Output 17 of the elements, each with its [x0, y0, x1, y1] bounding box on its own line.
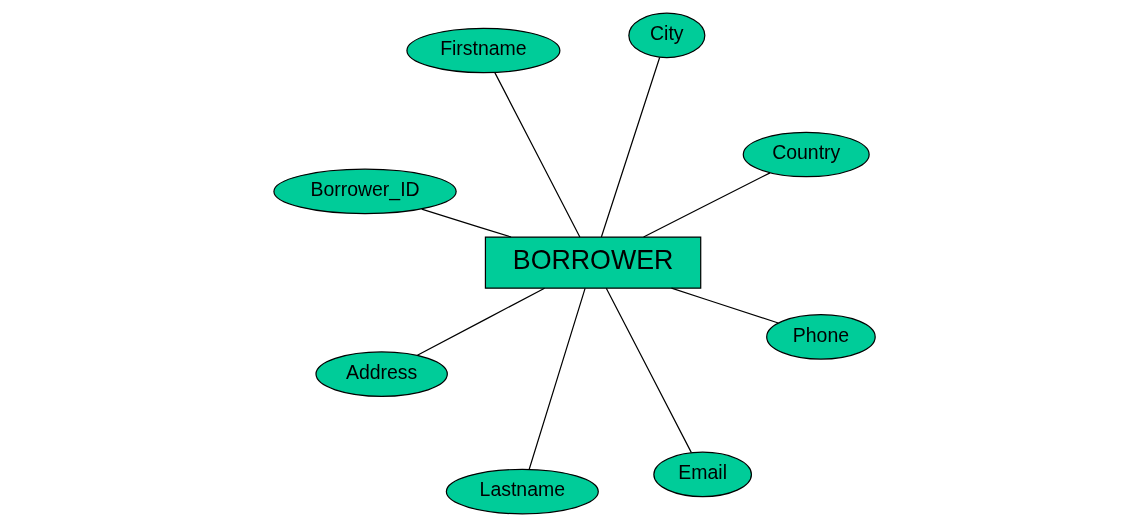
- node-ellipse: City: [627, 12, 705, 59]
- node-ellipse: Firstname: [405, 27, 560, 74]
- connector: [670, 287, 779, 324]
- connector: [600, 56, 660, 238]
- node-ellipse: Borrower_ID: [272, 168, 457, 215]
- node-ellipse: Address: [314, 351, 448, 397]
- connector: [493, 72, 580, 238]
- connector: [416, 287, 545, 356]
- node-ellipse: Phone: [765, 314, 876, 360]
- node-ellipse: Country: [742, 131, 870, 178]
- connector: [420, 208, 512, 238]
- connector: [528, 287, 586, 470]
- node-ellipse: Email: [652, 451, 752, 498]
- connector: [605, 287, 692, 454]
- connector: [642, 172, 771, 238]
- node-box: BORROWER: [484, 236, 701, 289]
- node-ellipse: Lastname: [445, 468, 599, 515]
